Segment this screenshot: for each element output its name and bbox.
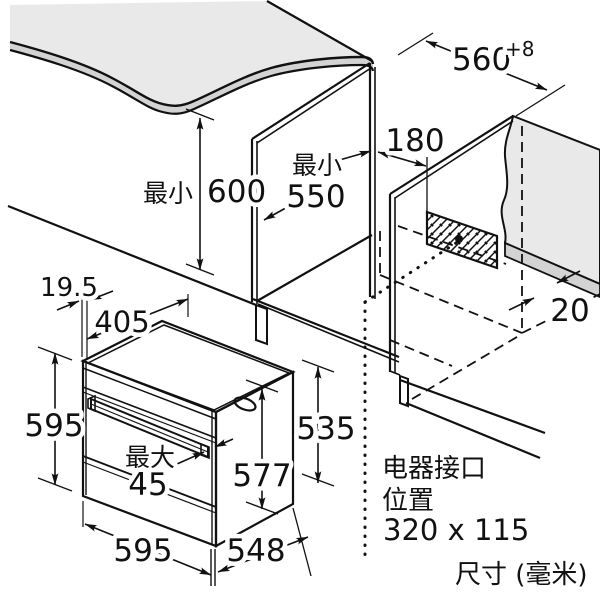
plinth-top-line-right xyxy=(399,378,546,435)
rear-panel-top-edge xyxy=(389,115,514,195)
niche-height-min-label: 最小 xyxy=(143,179,193,208)
plinth-floor-line-left xyxy=(7,204,257,307)
rear-height-value: 535 xyxy=(296,411,355,447)
oven xyxy=(80,319,296,548)
oven-height-value: 595 xyxy=(24,408,83,444)
dimension-labels: 最小 600 最小 550 180 560 +8 20 19.5 405 595… xyxy=(20,33,594,574)
wall-panel-surface xyxy=(500,114,600,286)
niche-shelf-front-edge xyxy=(252,297,400,359)
niche-shelf-front-edge-inner xyxy=(257,303,400,363)
connection-note-line1: 电器接口 xyxy=(382,454,486,484)
niche-width-value: 560 xyxy=(452,42,511,78)
annotation-labels: 电器接口 位置 320 x 115 尺寸 (毫米) xyxy=(378,450,593,595)
niche-depth-min-label: 最小 xyxy=(292,151,342,180)
oven-side-grip-hole xyxy=(233,396,257,412)
countertop xyxy=(9,0,375,115)
wall-panel-bottom-strip xyxy=(504,241,600,298)
countertop-band-bottom-edge xyxy=(9,48,375,115)
niche-depth-min-value: 550 xyxy=(286,179,345,215)
vent-center-dot xyxy=(455,235,463,243)
oven-handle-end-left xyxy=(87,394,96,413)
countertop-cut-edge xyxy=(266,0,373,62)
oven-panel-seam xyxy=(82,386,217,439)
wall-clearance-value: 20 xyxy=(550,293,589,329)
countertop-surface xyxy=(10,1,373,106)
door-protrusion-label: 最大 xyxy=(125,443,175,472)
oven-panel-seam-inner xyxy=(82,391,217,444)
leg-join-line xyxy=(389,370,401,376)
connection-note-line2: 位置 xyxy=(382,486,434,516)
rear-gap-value: 180 xyxy=(385,123,444,159)
top-depth-value: 405 xyxy=(94,305,149,339)
vent-cutout xyxy=(425,157,499,270)
niche-width-tolerance: +8 xyxy=(505,37,534,61)
connection-size-value: 320 x 115 xyxy=(383,513,529,547)
oven-width-value: 595 xyxy=(113,533,172,569)
oven-handle-end-right xyxy=(200,442,210,460)
oven-side-face xyxy=(214,370,295,548)
countertop-front-edge xyxy=(9,40,375,107)
cabinet-structure xyxy=(7,62,546,460)
rear-panel-top-edge-inner xyxy=(394,120,514,199)
cabinet-leg-right xyxy=(399,374,409,408)
door-protrusion-value: 45 xyxy=(128,467,167,503)
body-depth-value: 548 xyxy=(226,533,285,569)
frame-overhang-value: 19.5 xyxy=(40,273,98,303)
niche-top-edge xyxy=(251,62,371,140)
cabinet-leg-left xyxy=(255,303,268,346)
oven-front-rim-line xyxy=(82,367,217,420)
dimension-lines xyxy=(37,32,581,586)
oven-door-bottom-seam-inner xyxy=(82,461,217,514)
oven-door-bottom-seam xyxy=(82,455,217,508)
niche-top-edge-inner xyxy=(256,67,372,144)
niche-side-wall-bottom-edge xyxy=(256,234,373,302)
niche-height-min-value: 600 xyxy=(207,174,266,210)
oven-handle-midline xyxy=(90,403,209,453)
hidden-edges xyxy=(379,126,600,400)
depth-with-door-value: 577 xyxy=(232,458,291,494)
units-note: 尺寸 (毫米) xyxy=(455,560,588,590)
floor-line-right xyxy=(405,401,541,460)
rear-wall-panel xyxy=(500,114,600,298)
connection-leader-dotted xyxy=(363,241,458,559)
